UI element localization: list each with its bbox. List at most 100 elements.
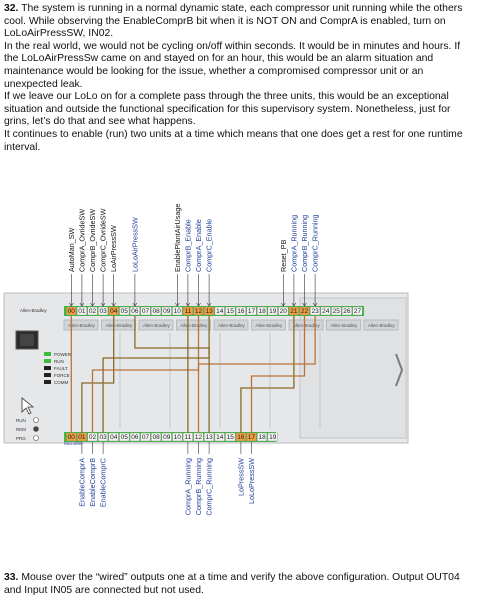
input-terminal[interactable]: [267, 306, 278, 316]
output-terminal[interactable]: [161, 432, 172, 442]
output-terminal[interactable]: [267, 432, 278, 442]
input-terminal[interactable]: [204, 306, 215, 316]
status-label: RUN: [54, 359, 64, 364]
top-label: AutoMan_SW: [67, 227, 76, 272]
input-terminal-number: 15: [227, 308, 235, 315]
input-terminal-number: 19: [269, 308, 277, 315]
input-terminal[interactable]: [320, 306, 331, 316]
plc-expansion: [299, 297, 407, 439]
input-terminal[interactable]: [140, 306, 151, 316]
input-terminal[interactable]: [288, 306, 299, 316]
input-terminal-number: 25: [333, 308, 341, 315]
input-terminal[interactable]: [129, 306, 140, 316]
chevron-right-icon[interactable]: [395, 353, 404, 387]
arrow-icon: [206, 302, 212, 307]
bottom-label: ComprB_Running: [194, 458, 203, 515]
output-terminal[interactable]: [140, 432, 151, 442]
status-led: [44, 380, 51, 384]
arrow-icon: [196, 302, 201, 307]
output-terminal-number: 05: [121, 434, 129, 441]
output-terminal[interactable]: [108, 432, 119, 442]
mode-radio[interactable]: [33, 435, 39, 441]
input-terminal[interactable]: [352, 306, 363, 316]
input-terminal-number: 00: [68, 308, 76, 315]
input-terminal-number: 07: [142, 308, 150, 315]
output-terminal-number: 08: [152, 434, 160, 441]
input-terminal[interactable]: [108, 306, 119, 316]
input-terminal-number: 26: [343, 308, 351, 315]
output-terminal-number: 17: [248, 434, 256, 441]
input-terminal-number: 20: [280, 308, 288, 315]
output-terminal[interactable]: [257, 432, 268, 442]
input-terminal[interactable]: [331, 306, 342, 316]
output-terminal[interactable]: [214, 432, 225, 442]
input-terminal-number: 02: [89, 308, 97, 315]
wire: [250, 316, 306, 433]
input-terminal-number: 27: [354, 308, 362, 315]
output-terminal[interactable]: [225, 432, 236, 442]
arrow-icon: [175, 302, 180, 307]
input-terminal[interactable]: [66, 306, 77, 316]
input-terminal[interactable]: [76, 306, 87, 316]
mode-radio[interactable]: [33, 417, 39, 423]
output-terminal[interactable]: [119, 432, 130, 442]
input-terminal[interactable]: [193, 306, 204, 316]
ethernet-port-inner: [20, 334, 34, 346]
module-tile-brand: Allen-Bradley: [143, 323, 171, 328]
output-terminal-number: 14: [216, 434, 224, 441]
input-terminal-number: 18: [258, 308, 266, 315]
input-terminal[interactable]: [119, 306, 130, 316]
model-label: Micro850: [64, 441, 83, 446]
top-label: ComprB_OvrideSW: [88, 209, 97, 272]
input-terminal[interactable]: [214, 306, 225, 316]
step33-paragraph: 33. Mouse over the “wired” outputs one a…: [4, 572, 476, 597]
input-terminal[interactable]: [151, 306, 162, 316]
input-terminal-number: 06: [131, 308, 139, 315]
output-terminal[interactable]: [151, 432, 162, 442]
module-tile-brand: Allen-Bradley: [368, 323, 396, 328]
top-label: ComprC_Running: [311, 214, 320, 272]
output-terminal[interactable]: [172, 432, 183, 442]
output-terminal[interactable]: [129, 432, 140, 442]
input-terminal[interactable]: [235, 306, 246, 316]
output-terminal-number: 10: [174, 434, 182, 441]
input-terminal[interactable]: [98, 306, 109, 316]
input-terminal-number: 01: [78, 308, 86, 315]
module-tile: [363, 319, 399, 331]
status-led: [44, 352, 51, 356]
input-terminal[interactable]: [246, 306, 257, 316]
arrow-icon: [185, 302, 191, 307]
input-terminal[interactable]: [172, 306, 183, 316]
output-terminal-number: 16: [237, 434, 245, 441]
input-terminal[interactable]: [182, 306, 193, 316]
input-terminal[interactable]: [87, 306, 98, 316]
top-label: Reset_PB: [279, 239, 288, 272]
wire: [197, 316, 316, 433]
input-terminal[interactable]: [310, 306, 321, 316]
input-terminal-number: 16: [237, 308, 245, 315]
input-terminal-number: 10: [174, 308, 182, 315]
input-terminal[interactable]: [225, 306, 236, 316]
wire: [91, 316, 200, 433]
input-terminal-number: 03: [99, 308, 107, 315]
top-label: ComprA_Enable: [194, 219, 203, 272]
input-terminal[interactable]: [341, 306, 352, 316]
input-terminal[interactable]: [257, 306, 268, 316]
top-label: EnablePlantAirUsage: [173, 204, 182, 272]
output-terminal-number: 02: [89, 434, 97, 441]
mode-radio[interactable]: [33, 426, 39, 432]
arrow-icon: [302, 302, 307, 307]
input-terminal-number: 14: [216, 308, 224, 315]
input-terminal[interactable]: [299, 306, 310, 316]
step32-line-2: In the real world, we would not be cycli…: [4, 40, 461, 90]
input-terminal[interactable]: [278, 306, 289, 316]
bottom-label: LoPressSW: [236, 458, 245, 496]
top-label: ComprB_Enable: [183, 219, 192, 272]
input-terminal[interactable]: [161, 306, 172, 316]
